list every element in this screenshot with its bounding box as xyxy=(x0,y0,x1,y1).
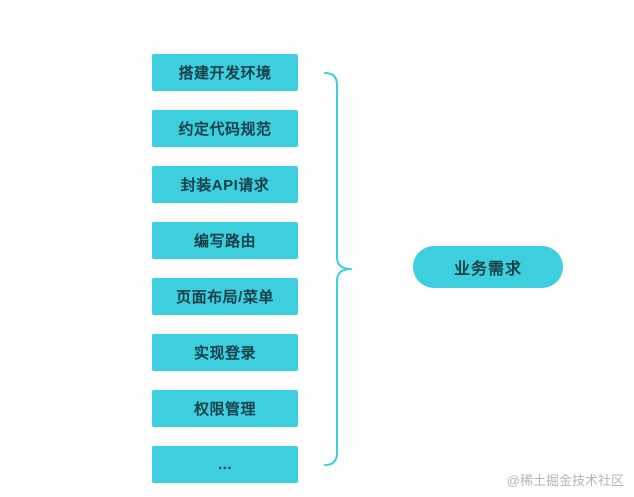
step-box-routing: 编写路由 xyxy=(152,222,298,259)
watermark-text: @稀土掘金技术社区 xyxy=(506,473,624,488)
curly-brace-icon xyxy=(324,72,352,466)
step-box-code-standards: 约定代码规范 xyxy=(152,110,298,147)
step-box-setup-env: 搭建开发环境 xyxy=(152,54,298,91)
step-box-api-wrapper: 封装API请求 xyxy=(152,166,298,203)
result-node-business-requirements: 业务需求 xyxy=(413,246,563,288)
step-box-layout-menu: 页面布局/菜单 xyxy=(152,278,298,315)
step-box-permissions: 权限管理 xyxy=(152,390,298,427)
step-box-ellipsis: ... xyxy=(152,446,298,483)
step-box-login: 实现登录 xyxy=(152,334,298,371)
steps-column: 搭建开发环境 约定代码规范 封装API请求 编写路由 页面布局/菜单 实现登录 … xyxy=(152,54,298,483)
